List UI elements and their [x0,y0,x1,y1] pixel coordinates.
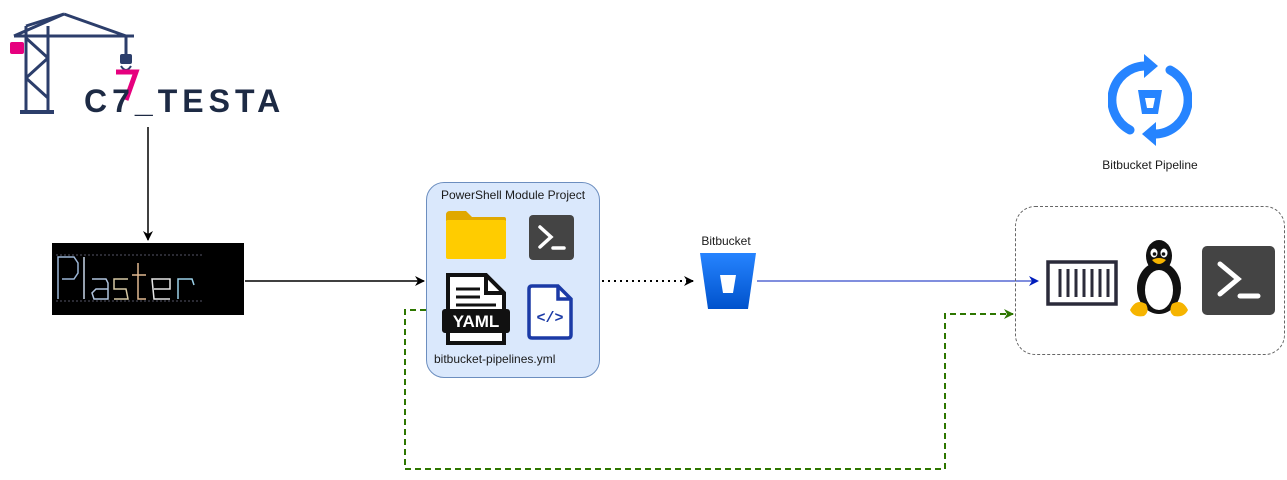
terminal-prompt-icon [538,225,566,250]
code-icon-text: </> [536,310,563,327]
bitbucket-icon [700,253,756,309]
logo-text: C7_TESTA [84,83,286,119]
project-title: PowerShell Module Project [440,188,586,202]
powershell-terminal-icon [1202,246,1275,315]
plaster-ascii-banner-icon [56,254,202,302]
bitbucket-label: Bitbucket [701,234,751,248]
code-file-icon: </> [527,284,573,340]
yaml-icon-text: YAML [453,312,500,331]
yaml-file-icon: YAML [442,273,510,345]
yaml-file-label: bitbucket-pipelines.yml [434,352,556,366]
terminal-icon [529,215,574,260]
runner-environment-group [1015,206,1285,355]
folder-icon [446,211,506,259]
bitbucket-pipeline-icon [1108,54,1192,146]
plaster-banner [52,243,244,315]
terminal-prompt-large-icon [1217,261,1261,299]
crane-logo-icon [10,12,140,114]
edge-yaml-to-runner [404,309,1014,470]
bitbucket-pipeline-label: Bitbucket Pipeline [1102,158,1198,172]
logo-wordmark: C7_TESTA [84,83,285,120]
linux-tux-icon [1130,240,1188,317]
container-icon [1046,260,1118,306]
